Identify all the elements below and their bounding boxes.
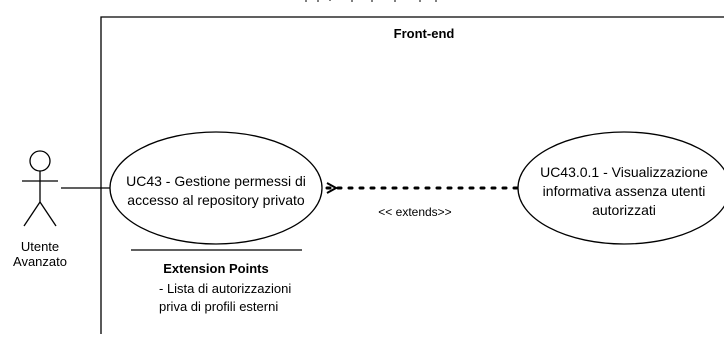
clipped-top-text [305, 0, 437, 2]
actor-label-line2: Avanzato [13, 254, 67, 269]
actor-label-line1: Utente [21, 239, 59, 254]
actor-utente-avanzato: Utente Avanzato [13, 150, 67, 269]
extends-relationship: << extends>> [325, 188, 519, 219]
extension-points: Extension Points - Lista di autorizzazio… [131, 249, 302, 314]
use-case-uc43-0-1: UC43.0.1 - Visualizzazione informativa a… [517, 131, 724, 245]
extension-point-line1: - Lista di autorizzazioni [159, 281, 291, 296]
use-case-uc43-line1: UC43 - Gestione permessi di [126, 173, 306, 189]
use-case-uc43-0-1-line2: informativa assenza utenti [543, 183, 706, 199]
system-boundary-frame [100, 16, 724, 334]
use-case-uc43-0-1-line1: UC43.0.1 - Visualizzazione [540, 164, 708, 180]
system-boundary-title: Front-end [394, 26, 455, 41]
actor-left-leg [23, 201, 41, 227]
extension-point-line2: priva di profili esterni [159, 299, 278, 314]
system-boundary: Front-end [100, 16, 724, 334]
use-case-uc43-ellipse [109, 131, 323, 245]
actor-head [29, 150, 51, 172]
extends-label: << extends>> [378, 205, 451, 219]
extension-points-title: Extension Points [163, 261, 268, 276]
actor-right-leg [39, 201, 57, 227]
use-case-uc43-line2: accesso al repository privato [127, 192, 305, 208]
use-case-uc43-0-1-line3: autorizzati [592, 202, 656, 218]
use-case-uc43: UC43 - Gestione permessi di accesso al r… [109, 131, 323, 245]
